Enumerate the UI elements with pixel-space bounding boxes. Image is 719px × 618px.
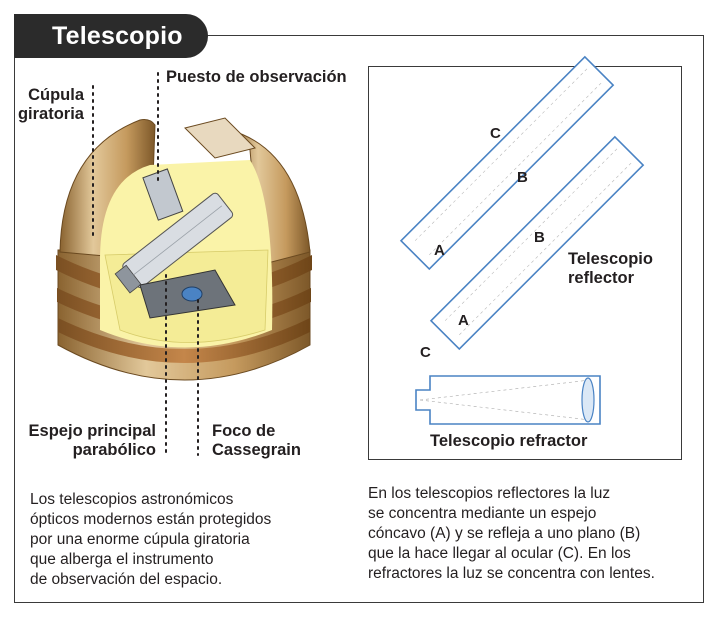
label-primary-mirror: Espejo principal parabólico (28, 422, 156, 459)
label-cassegrain-focus: Foco de Cassegrain (212, 422, 301, 459)
caption-telescope-types: En los telescopios reflectores la luz se… (368, 485, 655, 582)
page-title: Telescopio (14, 14, 208, 58)
label-refractor: Telescopio refractor (430, 432, 588, 450)
marker-b-lower: B (534, 229, 545, 246)
marker-a-upper: A (434, 242, 445, 259)
label-observation-post: Puesto de observación (166, 68, 347, 86)
marker-c-lower: C (420, 344, 431, 361)
marker-c-upper: C (490, 125, 501, 142)
marker-a-lower: A (458, 312, 469, 329)
marker-b-upper: B (517, 169, 528, 186)
caption-observatory: Los telescopios astronómicos ópticos mod… (30, 491, 272, 588)
content-frame (14, 35, 704, 603)
label-reflector: Telescopio reflector (568, 250, 653, 287)
label-dome: Cúpula giratoria (17, 86, 84, 123)
